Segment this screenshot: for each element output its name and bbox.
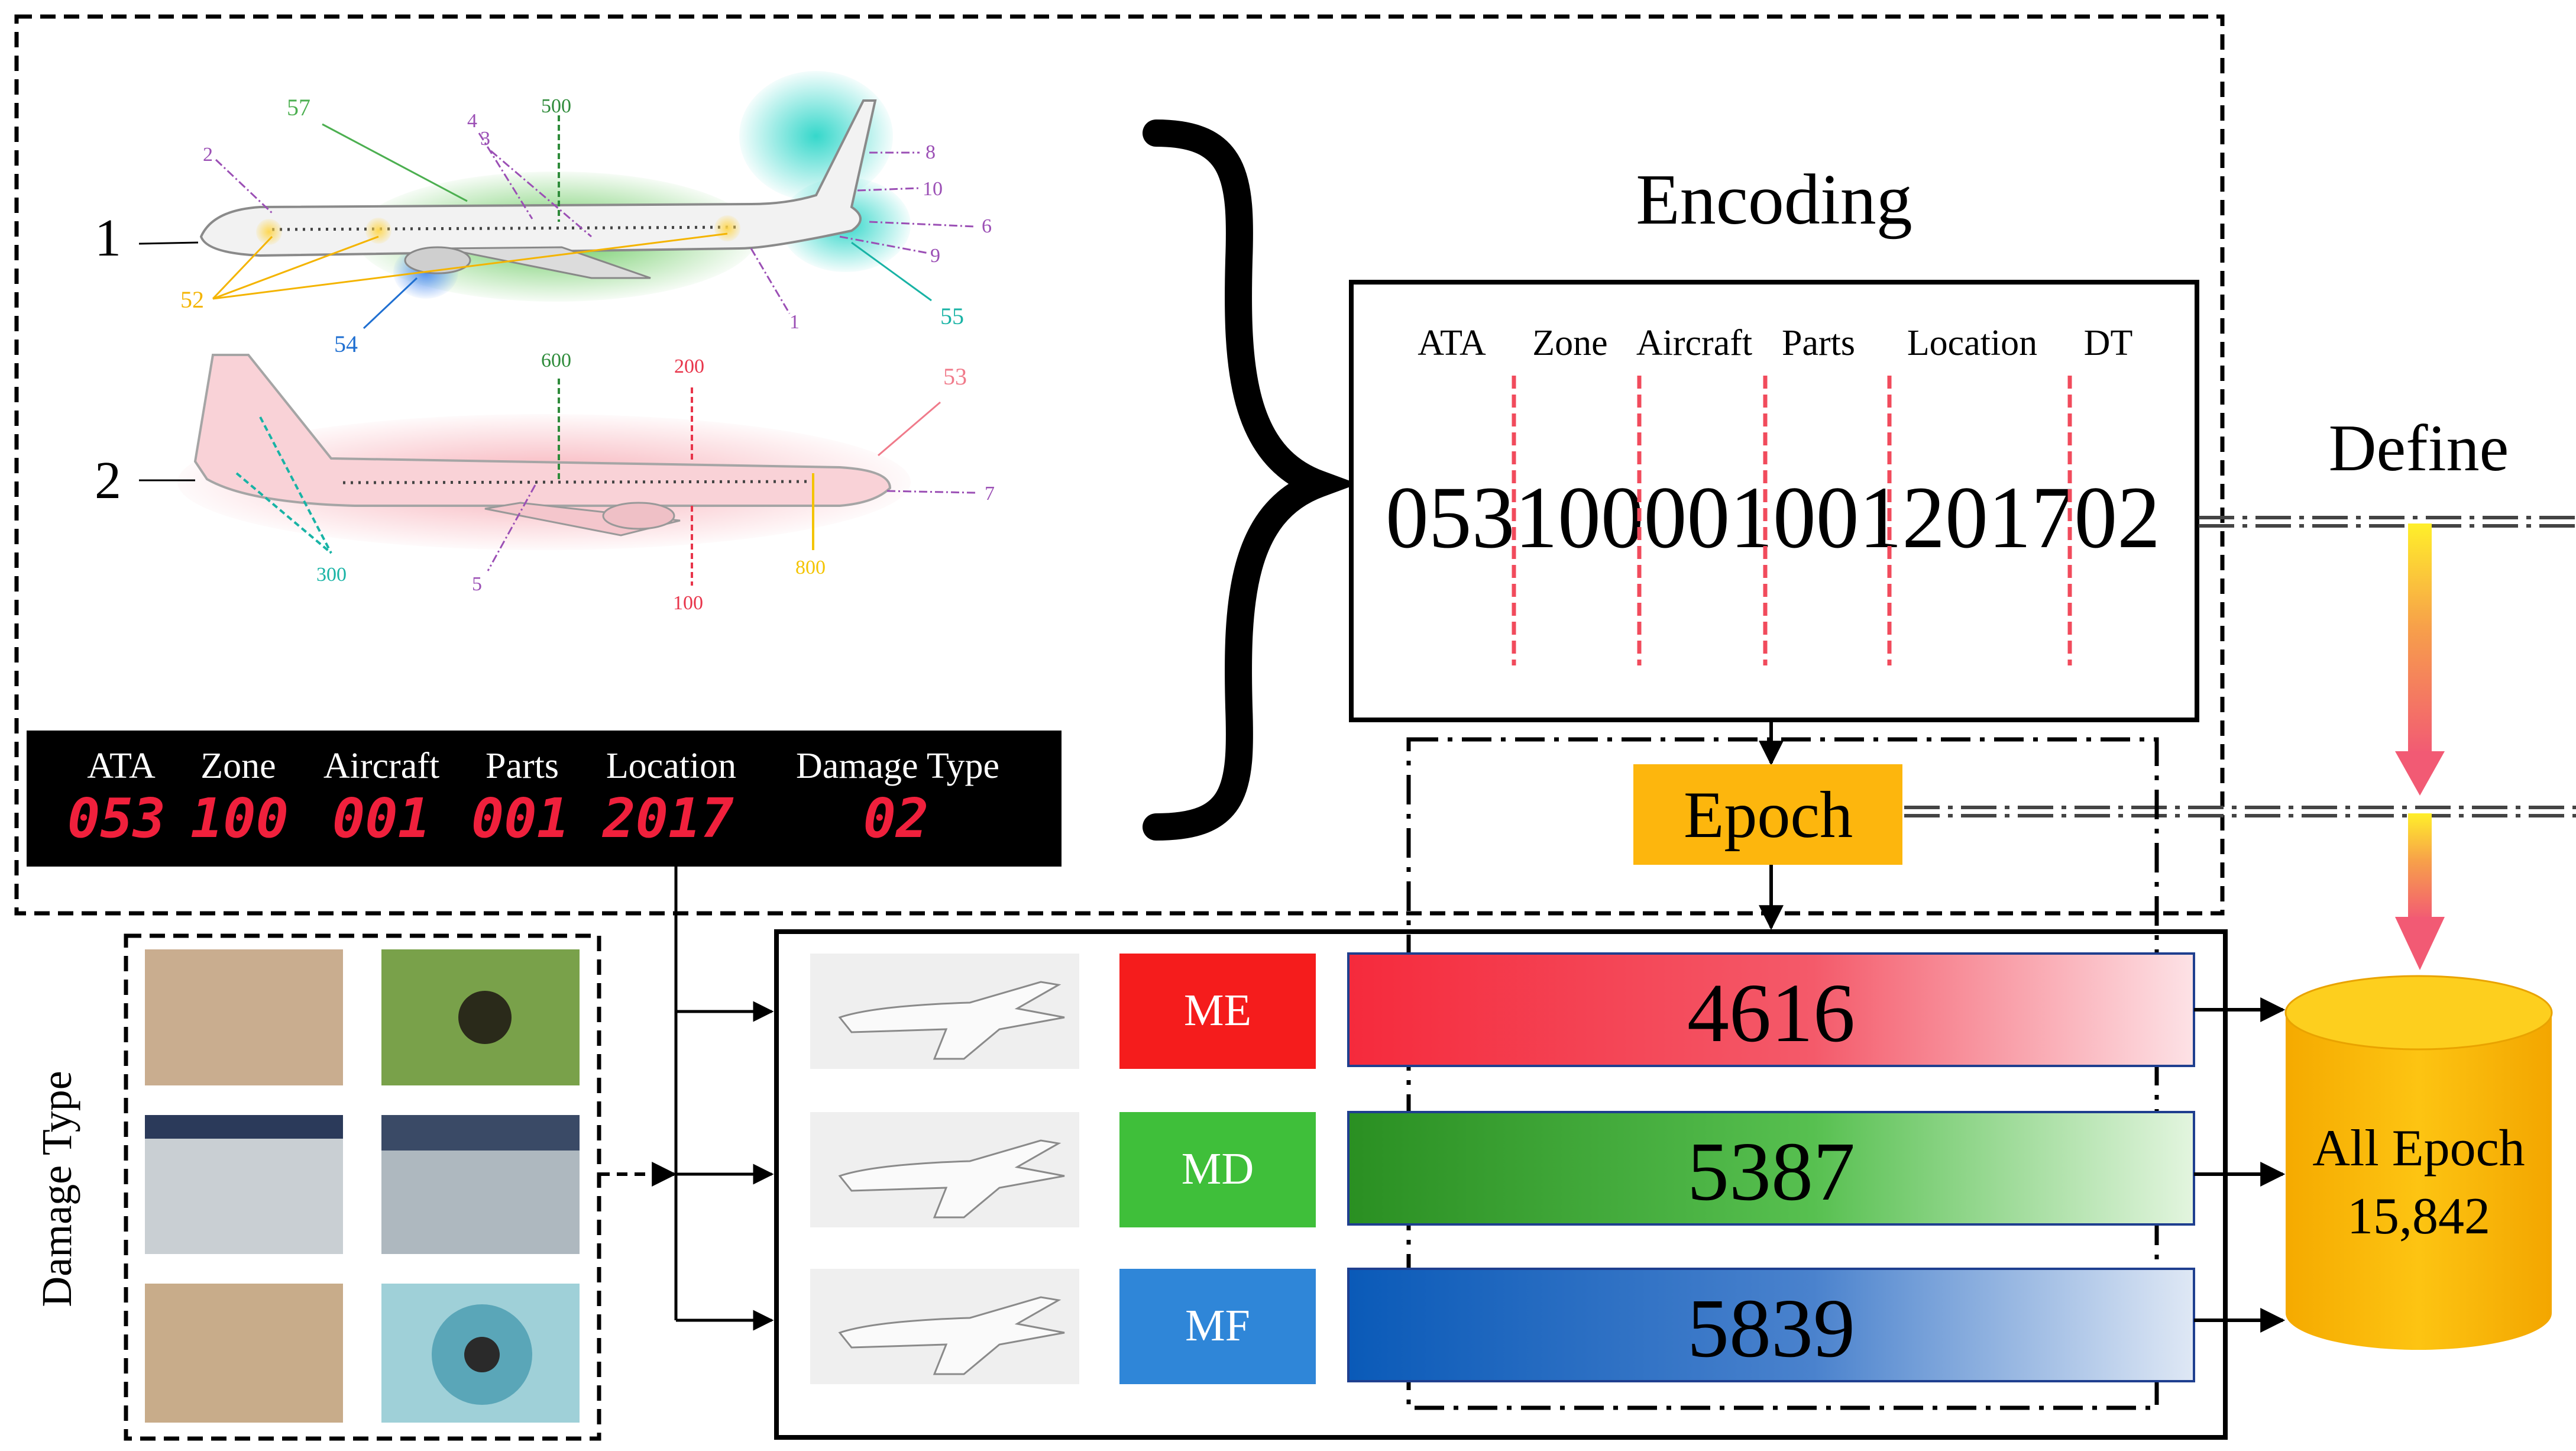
callout-label: 2 (203, 144, 213, 166)
callout-label: 10 (923, 178, 943, 200)
md-badge (1119, 1112, 1316, 1227)
epoch-label: Epoch (1684, 778, 1853, 852)
display-digits-zone: 100 (190, 787, 289, 850)
md-count: 5387 (1687, 1124, 1855, 1218)
encoding-separators (1512, 376, 2072, 665)
epoch-dashdot-frame (1406, 737, 2159, 1410)
damage-code-display-panel: ATA Zone Aircraft Parts Location Damage … (27, 731, 1062, 867)
me-code: ME (1184, 985, 1251, 1035)
database-label-line1: All Epoch (2312, 1120, 2525, 1177)
damage-type-label: Damage Type (33, 1071, 80, 1307)
callout-label: 300 (316, 564, 347, 586)
category-row-md: MD 5387 (810, 1111, 2286, 1227)
me-count-bar (1347, 952, 2195, 1067)
encoding-field-location: Location (1907, 323, 2037, 363)
display-digits-location: 2017 (601, 787, 734, 850)
category-row-mf: MF 5839 (810, 1268, 2286, 1384)
mf-code: MF (1185, 1301, 1250, 1350)
callout-label: 53 (943, 363, 967, 390)
me-count: 4616 (1687, 966, 1855, 1059)
display-header-location: Location (606, 746, 736, 786)
display-digits-ata: 053 (67, 787, 166, 850)
display-header-ata: ATA (87, 746, 156, 786)
define-label: Define (2329, 412, 2509, 485)
callout-label: 100 (673, 592, 703, 614)
callout-label: 55 (940, 303, 964, 329)
aircraft-2-callouts: 2 600 200 53 7 300 5 100 800 (95, 350, 995, 614)
callout-label: 500 (541, 95, 571, 117)
encoding-field-dt: DT (2084, 323, 2133, 363)
display-header-damage-type: Damage Type (796, 746, 999, 786)
md-count-bar (1347, 1111, 2195, 1226)
display-header-aircraft: Aircraft (323, 746, 439, 786)
callout-label: 200 (674, 356, 704, 377)
callout-label: 4 (467, 110, 477, 132)
callout-label: 600 (541, 350, 571, 371)
callout-label: 1 (789, 311, 800, 333)
callout-label: 8 (925, 141, 936, 163)
define-arrow (2395, 523, 2445, 970)
plane-1-number: 1 (95, 209, 121, 267)
encoding-field-zone: Zone (1532, 323, 1607, 363)
mf-badge (1119, 1269, 1316, 1384)
plane-2-number: 2 (95, 451, 121, 510)
display-digits-aircraft: 001 (332, 787, 431, 850)
md-code: MD (1182, 1144, 1254, 1194)
aircraft-2-illustration (177, 354, 911, 550)
display-digits-damage-type: 02 (863, 787, 929, 850)
mf-count: 5839 (1687, 1281, 1855, 1375)
display-header-zone: Zone (200, 746, 276, 786)
database-label-line2: 15,842 (2347, 1188, 2490, 1245)
panel-connectors (674, 867, 774, 1331)
encoding-box (1349, 280, 2199, 722)
category-row-me: ME 4616 (810, 952, 2286, 1069)
aircraft-1-illustration (199, 71, 911, 302)
curly-brace (1143, 119, 1358, 841)
callout-label: 9 (930, 245, 940, 267)
aircraft-1-callouts: 1 57 500 2 4 3 8 10 6 9 1 52 54 55 (95, 94, 992, 357)
encoding-code: 053100001001201702 (1386, 468, 2160, 567)
callout-label: 3 (480, 128, 490, 150)
damage-photo-1 (145, 949, 343, 1085)
define-dashdot-lines (1904, 516, 2576, 817)
damage-photos (145, 949, 580, 1423)
callout-label: 800 (795, 557, 826, 579)
encoding-field-parts: Parts (1782, 323, 1855, 363)
callout-label: 6 (982, 215, 992, 237)
me-badge (1119, 954, 1316, 1069)
encoding-field-ata: ATA (1418, 323, 1486, 363)
epoch-box (1633, 764, 1902, 865)
callout-label: 52 (180, 286, 204, 313)
encoding-title: Encoding (1636, 160, 1912, 240)
callout-label: 7 (985, 483, 995, 505)
all-epoch-database: All Epoch 15,842 (2284, 975, 2553, 1350)
callout-label: 5 (472, 573, 482, 595)
damage-type-photos-frame (124, 933, 601, 1441)
damage-photo-5 (145, 1284, 343, 1423)
display-header-parts: Parts (486, 746, 559, 786)
callout-label: 54 (334, 331, 358, 357)
display-digits-parts: 001 (471, 787, 569, 850)
categories-box (774, 929, 2228, 1440)
callout-label: 57 (287, 94, 310, 121)
top-dashed-frame (14, 14, 2225, 916)
mf-count-bar (1347, 1268, 2195, 1382)
encoding-field-aircraft: Aircraft (1636, 323, 1752, 363)
